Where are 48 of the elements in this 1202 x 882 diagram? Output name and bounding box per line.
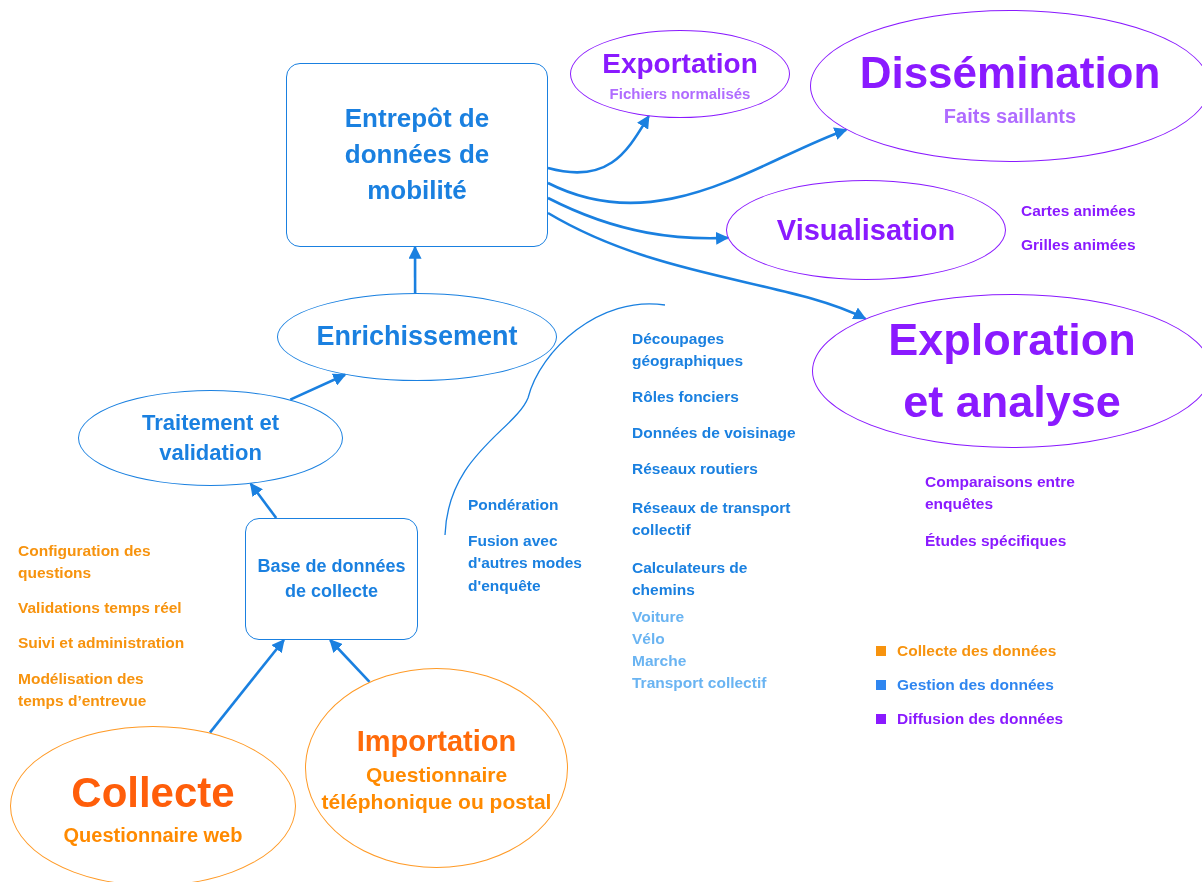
legend-text: Gestion des données: [897, 676, 1054, 694]
node-subtitle: Questionnaire téléphonique ou postal: [320, 761, 553, 815]
node-subtitle: Questionnaire web: [63, 822, 243, 848]
rounded-box: [245, 518, 418, 640]
list-item-text: Validations temps réel: [18, 598, 183, 618]
list-item-text: Marche: [632, 651, 688, 671]
arrow: [289, 373, 347, 401]
node-title: Dissémination: [859, 46, 1161, 99]
list-item-text: Fusion avec d'autres modes d'enquête: [468, 531, 583, 596]
legend-text: Diffusion des données: [897, 710, 1064, 728]
list-item-text: Modélisation des temps d’entrevue: [18, 669, 148, 712]
node-subtitle: Faits saillants: [943, 104, 1077, 130]
list-item-text: Réseaux routiers: [632, 459, 759, 479]
arrow: [547, 127, 848, 205]
list-item-text: Suivi et administration: [18, 633, 186, 653]
list-item-text: Pondération: [468, 495, 560, 515]
arrow: [408, 245, 422, 293]
list-item-text: Réseaux de transport collectif: [632, 498, 792, 541]
node-title: Importation: [356, 723, 517, 759]
list-item-text: Données de voisinage: [632, 423, 797, 443]
arrow: [208, 639, 285, 734]
node-title: Base de données de collecte: [256, 555, 407, 603]
list-item-text: Rôles fonciers: [632, 387, 740, 407]
node-title: Collecte: [71, 768, 235, 818]
arrow: [547, 115, 650, 174]
list-item-text: Découpages géographiques: [632, 329, 745, 372]
note-text: Cartes animées: [1021, 201, 1137, 221]
node-subtitle: Fichiers normalisés: [609, 83, 751, 104]
note-text: Études spécifiques: [925, 531, 1068, 551]
arrow: [547, 196, 730, 245]
arrow: [329, 639, 371, 683]
node-title: Traitement et validation: [141, 408, 280, 467]
list-item-text: Calculateurs de chemins: [632, 558, 749, 601]
arrow: [249, 482, 278, 519]
legend-text: Collecte des données: [897, 642, 1057, 660]
arrow: [547, 211, 867, 320]
list-item-text: Vélo: [632, 629, 666, 649]
node-title: Exportation: [602, 46, 758, 81]
list-item-text: Transport collectif: [632, 673, 768, 693]
node-title: Visualisation: [776, 213, 956, 248]
node-title: Entrepôt de données de mobilité: [343, 102, 491, 207]
rounded-box: [286, 63, 548, 247]
list-item-text: Voiture: [632, 607, 686, 627]
list-item-text: Configuration des questions: [18, 541, 152, 584]
node-title: Exploration et analyse: [887, 312, 1137, 429]
node-title: Enrichissement: [316, 320, 518, 354]
note-text: Comparaisons entre enquêtes: [925, 472, 1075, 515]
note-text: Grilles animées: [1021, 235, 1137, 255]
